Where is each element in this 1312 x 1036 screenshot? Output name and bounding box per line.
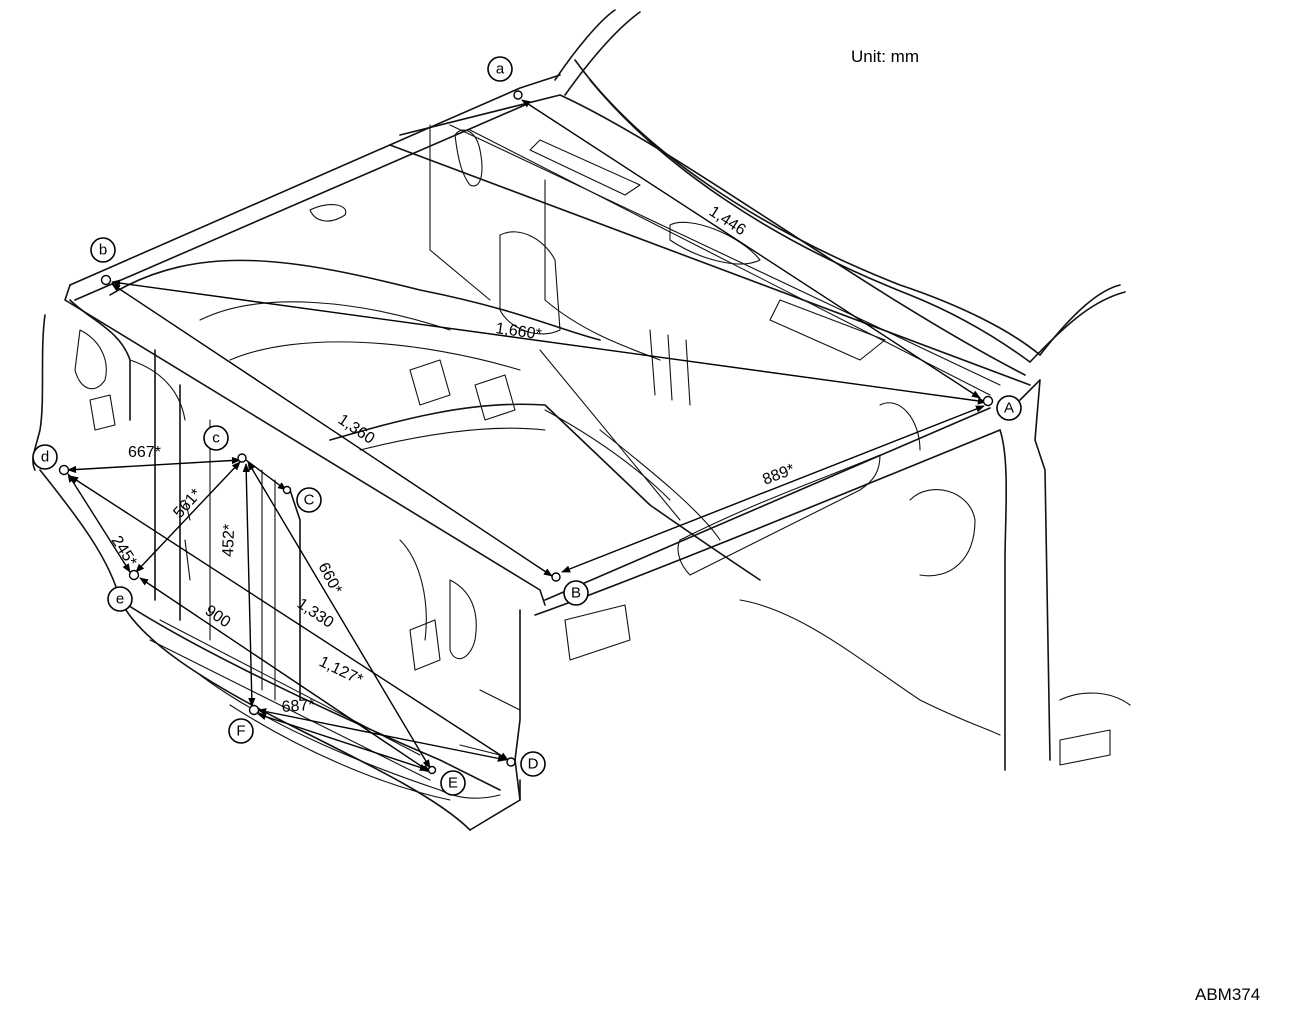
point-D-hole <box>506 757 516 767</box>
dim-value-F-D: 1,127* <box>316 653 365 689</box>
point-E-hole <box>427 765 437 775</box>
dim-value-c-E: 660* <box>314 560 344 597</box>
svg-text:B: B <box>571 585 581 602</box>
vehicle-body-outline <box>32 9 1131 831</box>
svg-text:D: D <box>528 756 539 773</box>
point-c-hole <box>237 453 247 463</box>
point-d-hole <box>58 464 70 476</box>
measurement-points <box>58 90 994 775</box>
label-b: b <box>90 237 116 263</box>
dim-value-F-E: 687* <box>281 697 315 716</box>
svg-text:F: F <box>236 723 245 740</box>
point-A-hole <box>982 395 994 407</box>
point-B-hole <box>551 572 561 582</box>
dim-value-c-F: 452* <box>220 524 238 557</box>
point-labels: a b c d e A B C D E F <box>32 56 1022 796</box>
svg-text:c: c <box>212 430 220 447</box>
svg-text:E: E <box>448 775 458 792</box>
unit-label: Unit: mm <box>851 47 919 66</box>
dim-line-b-A <box>111 279 987 405</box>
label-B: B <box>563 580 589 606</box>
dim-line-e-E <box>139 577 431 773</box>
dim-line-B-A <box>561 405 985 573</box>
dim-value-e-E: 900 <box>202 602 234 631</box>
label-F: F <box>228 718 254 744</box>
dim-line-F-E <box>257 713 429 771</box>
dim-line-a-A <box>521 99 981 399</box>
dim-line-c-F <box>242 463 256 707</box>
label-D: D <box>520 751 546 777</box>
svg-text:C: C <box>304 492 315 509</box>
dim-line-d-c <box>67 456 241 474</box>
point-e-hole <box>128 569 140 581</box>
label-e: e <box>107 586 133 612</box>
dim-value-b-B: 1,360 <box>335 411 378 448</box>
dim-line-d-D <box>69 475 509 761</box>
svg-text:d: d <box>41 449 49 466</box>
label-d: d <box>32 444 58 470</box>
dim-line-c-C <box>245 459 287 491</box>
svg-text:A: A <box>1004 400 1014 417</box>
dimension-values: 1,446 1,660* 1,360 889* 667* 561* 245* 4… <box>108 203 798 716</box>
dim-value-d-c: 667* <box>128 444 161 461</box>
label-a: a <box>487 56 513 82</box>
point-a-hole <box>513 90 523 100</box>
figure-code: ABM374 <box>1195 985 1260 1004</box>
point-F-hole <box>248 704 260 716</box>
dim-value-b-A: 1,660* <box>494 320 542 343</box>
dim-line-b-B <box>111 283 553 577</box>
svg-text:a: a <box>496 61 505 78</box>
svg-text:b: b <box>99 242 107 259</box>
dim-value-d-e: 245* <box>108 533 140 570</box>
point-b-hole <box>100 274 112 286</box>
svg-text:e: e <box>116 591 124 608</box>
label-C: C <box>296 487 322 513</box>
label-A: A <box>996 395 1022 421</box>
dimension-lines <box>67 99 987 773</box>
point-C-hole <box>282 485 292 495</box>
label-E: E <box>440 770 466 796</box>
dim-value-B-A: 889* <box>760 461 797 489</box>
label-c: c <box>203 425 229 451</box>
